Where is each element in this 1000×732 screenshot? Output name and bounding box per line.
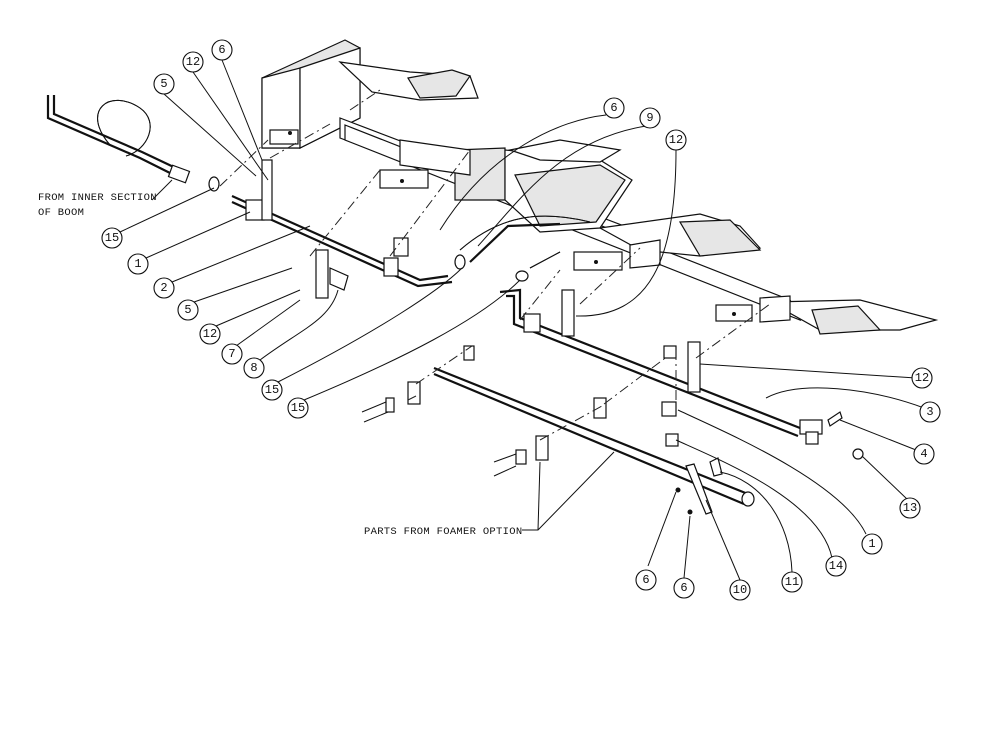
svg-text:12: 12 [669,133,683,147]
callout-15-left: 15 [101,227,123,249]
alignment-lines [219,89,771,441]
inner-section-leader [151,179,173,201]
callout-2: 2 [153,277,175,299]
callout-1-left: 1 [127,253,149,275]
callout-10: 10 [729,579,751,601]
svg-text:6: 6 [680,581,687,595]
svg-text:1: 1 [868,537,875,551]
svg-text:6: 6 [642,573,649,587]
svg-text:14: 14 [829,559,843,573]
svg-text:6: 6 [610,101,617,115]
callout-13: 13 [899,497,921,519]
callout-12-low: 12 [199,323,221,345]
svg-text:7: 7 [228,347,235,361]
foamer-leader-a [522,451,615,531]
foamer-option-parts [361,345,755,515]
callout-7: 7 [221,343,243,365]
callout-6-top: 6 [211,39,233,61]
note-of-boom: OF BOOM [38,207,84,219]
svg-text:2: 2 [160,281,167,295]
svg-text:12: 12 [915,371,929,385]
callout-6-mid: 6 [603,97,625,119]
svg-text:15: 15 [105,231,119,245]
callout-9: 9 [639,107,661,129]
callout-5-top: 5 [153,73,175,95]
svg-text:12: 12 [186,55,200,69]
callout-6-low-left: 6 [635,569,657,591]
callout-balloons: 6 5 12 6 9 12 15 1 2 5 12 7 8 15 15 12 3… [101,39,941,601]
callout-12-right-top: 12 [665,129,687,151]
svg-text:11: 11 [785,575,799,589]
callout-5-low: 5 [177,299,199,321]
svg-text:8: 8 [250,361,257,375]
callout-15-low: 15 [287,397,309,419]
foamer-leader-b [537,461,541,531]
svg-text:13: 13 [903,501,917,515]
callout-15-mid: 15 [261,379,283,401]
svg-text:1: 1 [134,257,141,271]
svg-text:15: 15 [291,401,305,415]
callout-leaders [119,59,925,581]
callout-14: 14 [825,555,847,577]
callout-4: 4 [913,443,935,465]
svg-text:5: 5 [160,77,167,91]
svg-text:4: 4 [920,447,927,461]
callout-8: 8 [243,357,265,379]
callout-12-top: 12 [182,51,204,73]
inner-boom-hose [46,95,220,192]
note-foamer-option: PARTS FROM FOAMER OPTION [364,526,522,538]
callout-1-right: 1 [861,533,883,555]
right-spray-pipe [499,288,864,460]
svg-text:10: 10 [733,583,747,597]
svg-text:12: 12 [203,327,217,341]
callout-3: 3 [919,401,941,423]
note-inner-section: FROM INNER SECTION [38,192,157,204]
callout-6-low-right: 6 [673,577,695,599]
svg-text:15: 15 [265,383,279,397]
boom-frame [261,39,939,335]
callout-12-right: 12 [911,367,933,389]
svg-text:3: 3 [926,405,933,419]
callout-11: 11 [781,571,803,593]
svg-text:9: 9 [646,111,653,125]
svg-text:6: 6 [218,43,225,57]
svg-text:5: 5 [184,303,191,317]
left-spray-pipe [231,159,591,299]
